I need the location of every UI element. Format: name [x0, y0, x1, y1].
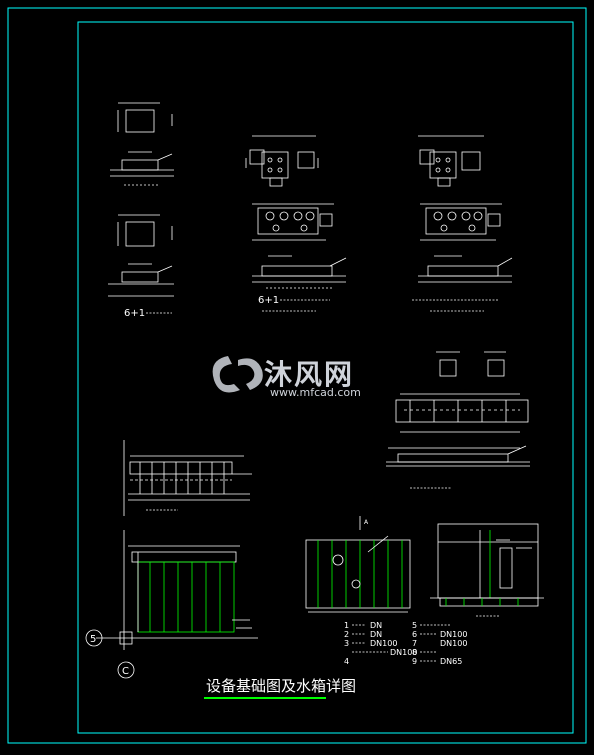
beam-detail-right	[386, 351, 530, 489]
legend-no-4: 4	[344, 657, 349, 666]
legend-descriptions	[352, 624, 450, 662]
pump-base-right	[412, 135, 513, 312]
legend-text-7: DN100	[440, 630, 467, 639]
tank-section-a	[430, 523, 544, 617]
legend-no-7: 7	[412, 639, 417, 648]
base-detail-1	[110, 102, 174, 186]
legend-text-1: DN	[370, 621, 382, 630]
axis-bubble-c: C	[117, 661, 135, 679]
legend-text-9: DN65	[440, 657, 462, 666]
legend-no-9: 9	[412, 657, 417, 666]
legend-text-4: DN100	[370, 639, 397, 648]
legend-text-8: DN100	[440, 639, 467, 648]
legend: 1 DN 2 DN 3 DN100 4 DN100 5 6 7 DN100 8 …	[344, 621, 467, 666]
axis-intersection	[119, 631, 133, 645]
legend-no-2: 2	[344, 630, 349, 639]
legend-no-5: 5	[412, 621, 417, 630]
pump-base-label-middle: 6+1	[258, 295, 279, 306]
outer-border	[7, 7, 587, 744]
drawing-frame	[77, 21, 574, 734]
tank-plan	[96, 530, 258, 650]
pump-base-middle	[245, 135, 347, 289]
base-detail-2	[108, 214, 174, 297]
legend-no-8: 8	[412, 648, 417, 657]
legend-text-2: DN	[370, 630, 382, 639]
section-mark-a: A	[364, 519, 369, 526]
watermark: 沐风网 www.mfcad.com	[212, 356, 361, 399]
watermark-url: www.mfcad.com	[270, 386, 361, 399]
drawing-title: 设备基础图及水箱详图	[206, 677, 356, 695]
watermark-brand: 沐风网	[264, 358, 354, 391]
pump-base-label-left: 6+1	[124, 308, 145, 319]
axis-bubble-5: 5	[85, 629, 103, 647]
axis-label-c: C	[122, 666, 129, 677]
legend-no-3: 3	[344, 639, 349, 648]
legend-text-3: DN100	[390, 648, 417, 657]
tank-base-elevation	[123, 440, 252, 516]
tank-elevation	[305, 516, 411, 613]
axis-label-5: 5	[90, 634, 96, 645]
watermark-logo-icon	[212, 356, 263, 393]
legend-no-6: 6	[412, 630, 417, 639]
legend-no-1: 1	[344, 621, 349, 630]
